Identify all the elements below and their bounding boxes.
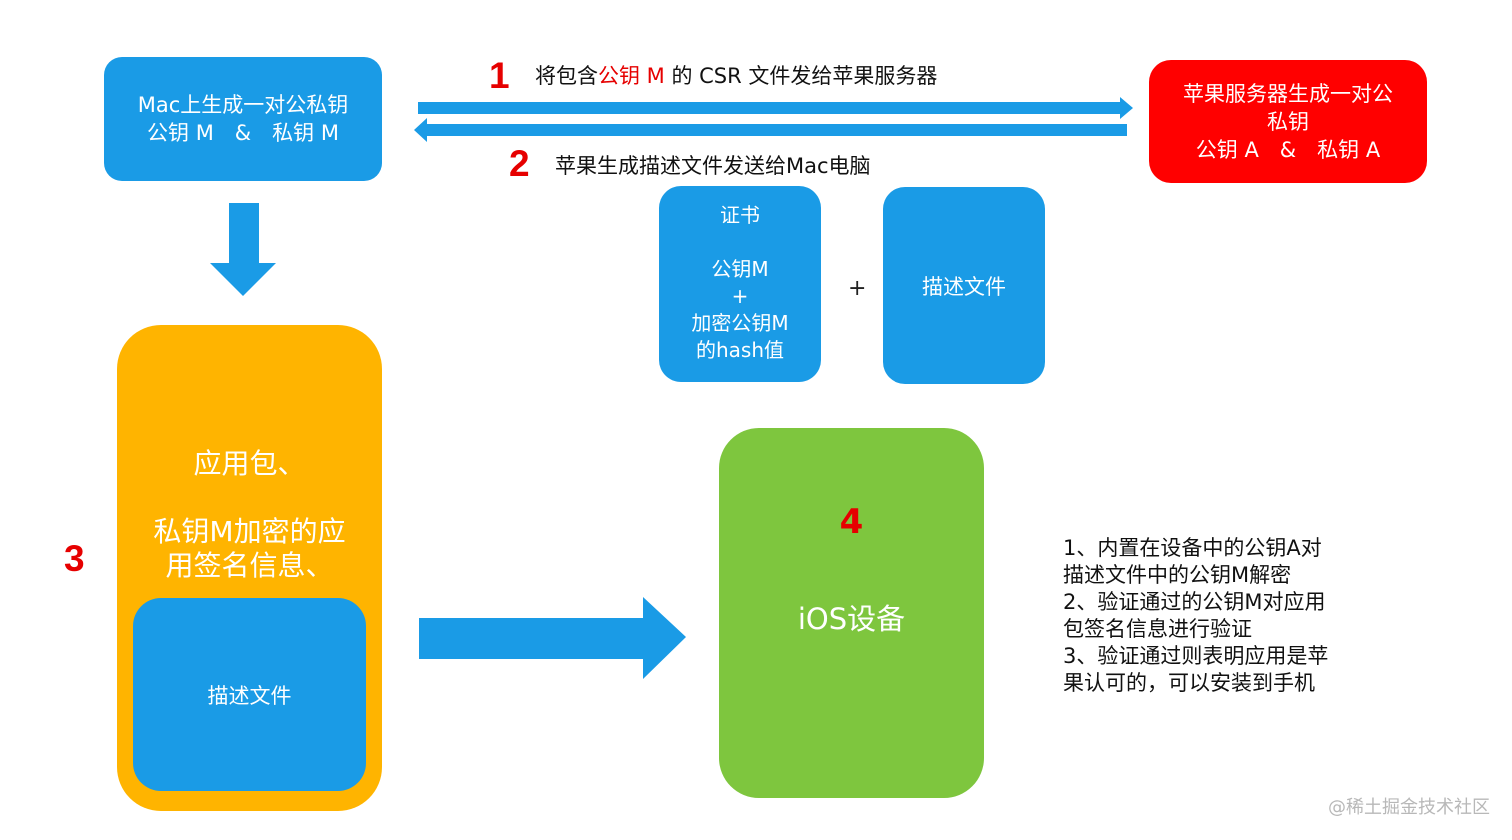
verification-notes: 1、内置在设备中的公钥A对 描述文件中的公钥M解密 2、验证通过的公钥M对应用 … <box>1063 535 1328 697</box>
step-1-text-highlight: 公钥 M <box>598 64 665 88</box>
notes-line: 3、验证通过则表明应用是苹 <box>1063 644 1329 668</box>
notes-line: 包签名信息进行验证 <box>1063 617 1252 641</box>
ios-device-label: iOS设备 <box>797 602 906 636</box>
certificate-title: 证书 <box>720 203 760 227</box>
app-package-signature-text: 私钥M加密的应 用签名信息、 <box>117 515 382 583</box>
apple-box-line1: 苹果服务器生成一对公 <box>1183 81 1393 106</box>
arrow-to-mac <box>414 118 1127 142</box>
arrow-to-apple-server <box>418 97 1133 119</box>
profile-box: 描述文件 <box>883 187 1045 384</box>
step-3-number: 3 <box>64 538 85 579</box>
ios-device-box: 4 iOS设备 <box>719 428 984 798</box>
apple-box-line3: 公钥 A & 私钥 A <box>1195 137 1381 162</box>
step-2-number: 2 <box>509 143 530 184</box>
app-profile-label: 描述文件 <box>207 683 292 708</box>
step-4-number: 4 <box>839 502 864 542</box>
apple-box-line2: 私钥 <box>1267 109 1309 134</box>
mac-keypair-box: Mac上生成一对公私钥 公钥 M & 私钥 M <box>104 57 382 181</box>
apple-server-box: 苹果服务器生成一对公 私钥 公钥 A & 私钥 A <box>1149 60 1427 183</box>
notes-line: 果认可的，可以安装到手机 <box>1063 671 1315 695</box>
arrow-to-ios-device <box>419 597 686 679</box>
certificate-box: 证书 公钥M + 加密公钥M 的hash值 <box>659 186 821 382</box>
notes-line: 2、验证通过的公钥M对应用 <box>1063 590 1326 614</box>
mac-box-line2: 公钥 M & 私钥 M <box>147 121 339 145</box>
app-package-line3: 用签名信息、 <box>165 549 334 582</box>
certificate-line1: 公钥M <box>711 257 769 281</box>
certificate-line3: 加密公钥M <box>691 311 789 335</box>
profile-box-label: 描述文件 <box>922 274 1006 299</box>
app-package-line1: 应用包、 <box>193 447 306 480</box>
watermark: @稀土掘金技术社区 <box>1328 797 1490 818</box>
arrow-down <box>210 203 276 296</box>
app-profile-box: 描述文件 <box>133 598 366 791</box>
certificate-line2: + <box>731 284 749 308</box>
step-1-text-before: 将包含 <box>535 64 598 88</box>
step-2-caption: 苹果生成描述文件发送给Mac电脑 <box>555 154 871 178</box>
notes-line: 描述文件中的公钥M解密 <box>1063 563 1292 587</box>
notes-line: 1、内置在设备中的公钥A对 <box>1063 536 1322 560</box>
mac-box-line1: Mac上生成一对公私钥 <box>137 93 349 117</box>
plus-sign: + <box>848 276 867 301</box>
step-1-text-after: 的 CSR 文件发给苹果服务器 <box>664 64 938 88</box>
certificate-line4: 的hash值 <box>695 338 785 362</box>
app-package-line2: 私钥M加密的应 <box>153 515 346 548</box>
step-1-number: 1 <box>489 55 510 96</box>
step-1-caption: 将包含公钥 M 的 CSR 文件发给苹果服务器 <box>535 60 937 90</box>
